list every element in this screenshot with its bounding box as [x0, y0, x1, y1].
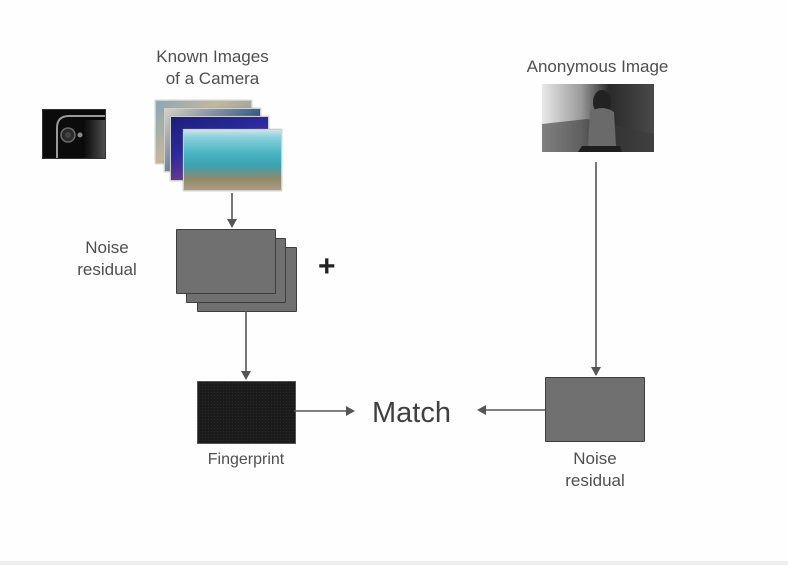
noise-residual-right-line1: Noise — [573, 449, 617, 468]
fingerprint-label: Fingerprint — [207, 451, 285, 468]
match-label: Match — [372, 397, 451, 429]
bottom-divider — [0, 561, 788, 565]
arrow-anonymous-to-residual — [591, 162, 601, 376]
plus-symbol: + — [318, 250, 336, 283]
known-images-label-line2: of a Camera — [165, 69, 260, 88]
noise-residual-right-label: Noise residual — [550, 448, 640, 492]
arrow-residual-to-match — [477, 405, 545, 415]
known-image-4 — [183, 129, 282, 191]
arrow-residual-to-fingerprint — [241, 311, 251, 380]
fingerprint-block — [197, 381, 296, 444]
noise-residual-right-block — [545, 377, 645, 442]
arrow-fingerprint-to-match — [294, 406, 355, 416]
noise-residual-left-line2: residual — [77, 260, 137, 279]
known-images-label: Known Images of a Camera — [130, 46, 295, 90]
noise-residual-right-line2: residual — [565, 471, 625, 490]
anonymous-image-label: Anonymous Image — [526, 57, 669, 76]
noise-residual-left-line1: Noise — [85, 238, 129, 257]
arrow-images-to-residual — [227, 193, 237, 228]
noise-residual-block-1 — [176, 229, 276, 294]
noise-residual-left-label: Noise residual — [62, 237, 152, 281]
known-images-label-line1: Known Images — [156, 47, 269, 66]
camera-lens-icon — [42, 109, 106, 159]
anonymous-image — [542, 84, 654, 152]
